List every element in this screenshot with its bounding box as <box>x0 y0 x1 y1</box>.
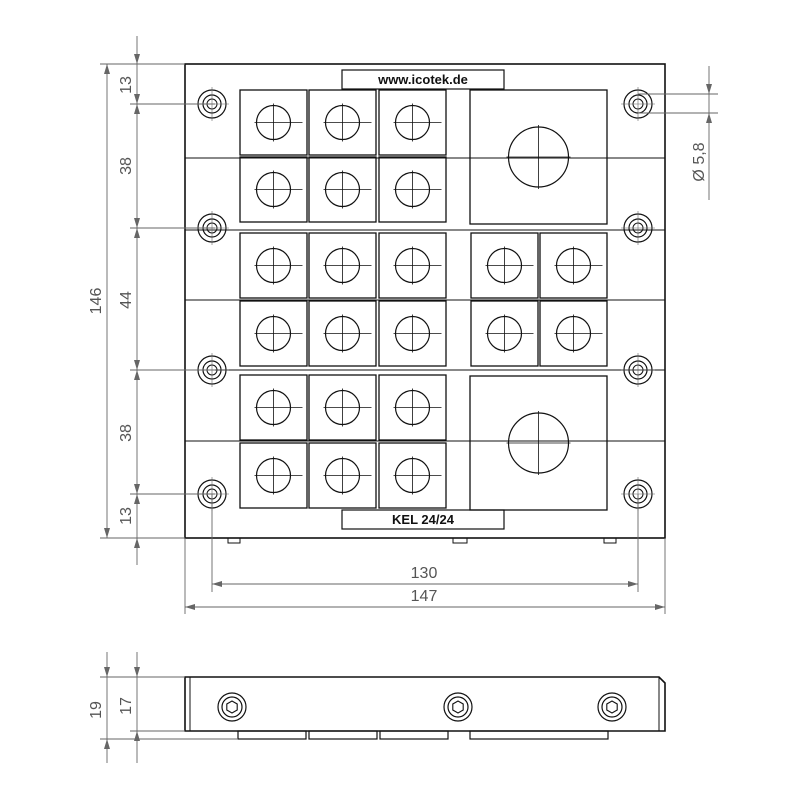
grommet-cell <box>539 300 608 367</box>
dim-width-holes: 130 <box>411 565 438 582</box>
grommet-cell <box>470 232 539 299</box>
grommet-cell <box>308 300 377 367</box>
dimension-lines <box>100 36 718 614</box>
mounting-hole <box>621 87 655 121</box>
grommet-cell-large <box>469 375 608 511</box>
front-view <box>184 63 666 544</box>
mounting-hole <box>621 211 655 245</box>
side-view <box>184 676 666 740</box>
grommet-cell <box>239 442 308 509</box>
grommet-cell-large <box>469 89 608 225</box>
side-dimension-arrows <box>104 667 140 749</box>
grommet-cell <box>239 232 308 299</box>
dim-row-middle: 44 <box>118 291 135 309</box>
grommet-cell <box>378 374 447 441</box>
side-frame-outline <box>184 676 666 732</box>
dim-row-bottom: 38 <box>118 424 135 442</box>
mounting-holes <box>195 87 655 511</box>
grommet-cell <box>239 89 308 156</box>
grommet-cell <box>239 300 308 367</box>
frame-separators <box>185 157 665 442</box>
grommet-cell <box>378 156 447 223</box>
grommet-cell <box>239 156 308 223</box>
side-inserts <box>237 730 609 740</box>
grommet-cell <box>308 232 377 299</box>
dim-margin-bottom: 13 <box>118 507 135 525</box>
dim-height-total: 146 <box>88 288 105 315</box>
frame-outline <box>184 63 666 539</box>
grommet-cell <box>308 156 377 223</box>
grommet-cell <box>378 232 447 299</box>
dim-hole-diameter: Ø 5,8 <box>691 142 708 181</box>
dim-side-height-frame: 17 <box>118 697 135 715</box>
grommet-cell <box>239 374 308 441</box>
top-label-plate <box>341 69 505 90</box>
bottom-label: KEL 24/24 <box>392 512 455 527</box>
mounting-hole <box>621 353 655 387</box>
frame-feet <box>227 538 617 544</box>
top-label: www.icotek.de <box>377 72 468 87</box>
bottom-label-plate <box>341 509 505 530</box>
grommet-cell <box>308 442 377 509</box>
grommet-cell <box>378 442 447 509</box>
grommet-cell <box>308 374 377 441</box>
dim-width-total: 147 <box>411 588 438 605</box>
grommet-cells <box>239 89 608 511</box>
dim-row-top: 38 <box>118 157 135 175</box>
grommet-cell <box>378 89 447 156</box>
grommet-cell <box>539 232 608 299</box>
side-screws <box>217 692 627 722</box>
side-screw <box>597 692 627 722</box>
side-screw <box>217 692 247 722</box>
grommet-cell <box>378 300 447 367</box>
dim-side-height-total: 19 <box>88 701 105 719</box>
grommet-cell <box>308 89 377 156</box>
dimension-arrows <box>104 54 712 610</box>
grommet-cell <box>470 300 539 367</box>
dim-margin-top: 13 <box>118 76 135 94</box>
side-screw <box>443 692 473 722</box>
